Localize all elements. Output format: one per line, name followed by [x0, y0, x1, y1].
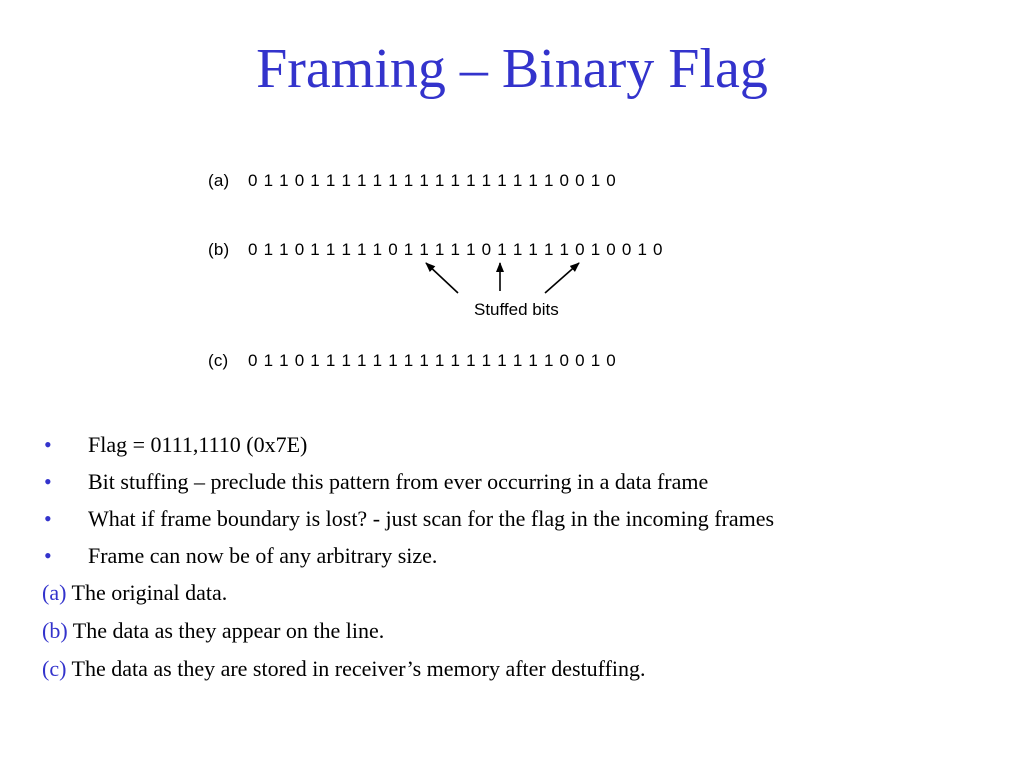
stuffed-bit-arrows [425, 262, 580, 294]
bullet-item: • Bit stuffing – preclude this pattern fr… [40, 463, 1010, 500]
bullet-icon: • [44, 432, 52, 457]
figure-row-tag: (b) [208, 240, 230, 259]
caption-text: The data as they are stored in receiver’… [71, 656, 646, 681]
bullet-text: Frame can now be of any arbitrary size. [88, 543, 438, 568]
figure-row-b: (b) 0 1 1 0 1 1 1 1 1 0 1 1 1 1 1 0 1 1 1… [208, 239, 663, 261]
caption-tag: (c) [42, 656, 67, 681]
arrow-left [425, 262, 459, 294]
bullet-icon: • [44, 543, 52, 568]
caption-text: The original data. [71, 580, 228, 605]
caption-text: The data as they appear on the line. [72, 618, 385, 643]
arrow-right [544, 262, 580, 294]
figure-row-bits: 0 1 1 0 1 1 1 1 1 0 1 1 1 1 1 0 1 1 1 1 … [248, 240, 663, 259]
figure-row-a: (a) 0 1 1 0 1 1 1 1 1 1 1 1 1 1 1 1 1 1 1… [208, 170, 616, 192]
caption-tag: (b) [42, 618, 68, 643]
bullet-text: Bit stuffing – preclude this pattern fro… [88, 469, 709, 494]
bullet-item: • Flag = 0111,1110 (0x7E) [40, 426, 1010, 463]
caption-b: (b) The data as they appear on the line. [42, 612, 1012, 650]
bullet-text: Flag = 0111,1110 (0x7E) [88, 432, 308, 457]
bullet-list: • Flag = 0111,1110 (0x7E) • Bit stuffing –… [40, 426, 1010, 574]
bullet-item: • Frame can now be of any arbitrary size. [40, 537, 1010, 574]
bullet-icon: • [44, 469, 52, 494]
figure-captions: (a) The original data. (b) The data as t… [42, 574, 1012, 688]
slide-title: Framing – Binary Flag [256, 38, 768, 100]
figure-row-tag: (a) [208, 171, 230, 190]
bit-stuffing-figure: (a) 0 1 1 0 1 1 1 1 1 1 1 1 1 1 1 1 1 1 1… [200, 160, 760, 390]
bullet-icon: • [44, 506, 52, 531]
bullet-item: • What if frame boundary is lost? - just … [40, 500, 1010, 537]
caption-c: (c) The data as they are stored in recei… [42, 650, 1012, 688]
figure-row-tag: (c) [208, 351, 229, 370]
figure-row-c: (c) 0 1 1 0 1 1 1 1 1 1 1 1 1 1 1 1 1 1 1… [208, 350, 616, 372]
figure-row-bits: 0 1 1 0 1 1 1 1 1 1 1 1 1 1 1 1 1 1 1 1 … [248, 351, 616, 370]
bullet-text: What if frame boundary is lost? - just s… [88, 506, 775, 531]
caption-tag: (a) [42, 580, 67, 605]
figure-row-bits: 0 1 1 0 1 1 1 1 1 1 1 1 1 1 1 1 1 1 1 1 … [248, 171, 616, 190]
caption-a: (a) The original data. [42, 574, 1012, 612]
stuffed-bits-label: Stuffed bits [474, 300, 559, 319]
